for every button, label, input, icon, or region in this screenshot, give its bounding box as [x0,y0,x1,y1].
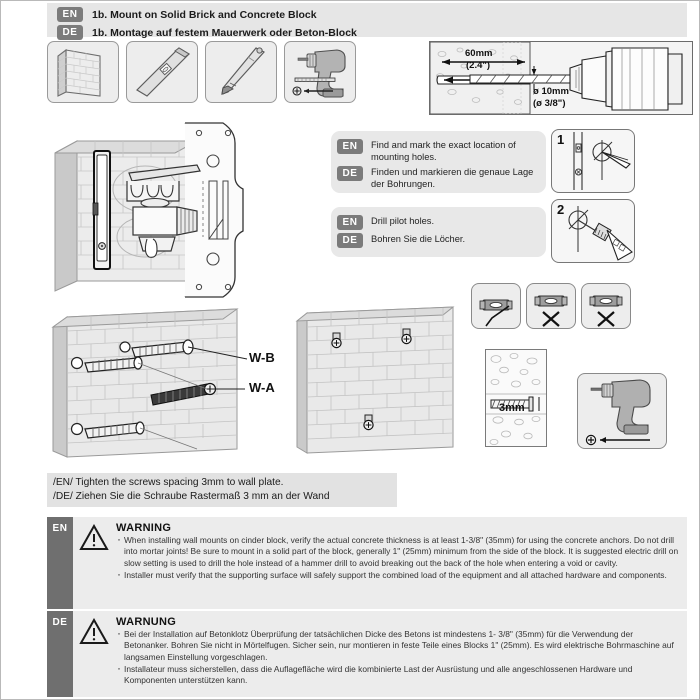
power-drill-icon [284,41,356,103]
anchor-installation-right-panel [293,301,478,461]
mark-hole-with-pencil-icon [573,132,631,190]
language-badge-de: DE [52,617,68,628]
warning-title-de: WARNUNG [116,616,177,628]
wall-screw-label: W-A [249,380,275,395]
warning-item: Installateur muss sicherstellen, dass di… [116,663,679,687]
warning-language-tab-de: DE [47,611,73,697]
wall-mount-assembly-illustration [47,119,322,299]
callout-row-en: EN Find and mark the exact location of m… [337,139,540,163]
drill-pilot-hole-icon [568,206,633,261]
tighten-text-de: /DE/ Ziehen Sie die Schraube Rastermaß 3… [53,491,330,502]
brick-wall-icon [47,41,119,103]
callout-row-de: DE Bohren Sie die Löcher. [337,233,540,248]
anchor-placement-correct [471,283,521,329]
drill-depth-detail: 60mm (2.4") ø 10mm (ø 3/8") [429,41,693,115]
anchor-installation-left-panel [47,301,287,461]
screwdriver-tool-box [577,373,667,449]
wall-anchor-label: W-B [249,350,275,365]
callout-text-en: Find and mark the exact location of moun… [371,140,516,162]
warning-block-de: DE WARNUNG Bei der Installation auf Beto… [47,611,687,697]
step-number: 2 [557,202,565,217]
header-title-en: 1b. Mount on Solid Brick and Concrete Bl… [92,8,317,21]
callout-row-en: EN Drill pilot holes. [337,215,540,230]
screw-spacing-detail: 3mm [485,349,547,447]
drill-depth-mm: 60mm [465,48,493,59]
callout-row-de: DE Finden und markieren die genaue Lage … [337,166,540,190]
language-badge-de: DE [57,25,83,40]
spacing-label: 3mm [499,402,525,414]
step-box-1: 1 [551,129,635,193]
callout-text-en: Drill pilot holes. [371,216,435,226]
wall-anchor-code: W-B [249,350,275,365]
callout-drill-pilot-holes: EN Drill pilot holes. DE Bohren Sie die … [331,207,546,257]
header-row-de: DE 1b. Montage auf festem Mauerwerk oder… [47,23,687,41]
spirit-level-icon [126,41,198,103]
warning-item: When installing wall mounts on cinder bl… [116,534,679,569]
wall-screw-code: W-A [249,380,275,395]
language-badge-en: EN [337,215,363,230]
language-badge-en: EN [52,523,68,534]
step-number: 1 [557,132,565,147]
warning-language-tab-en: EN [47,517,73,609]
callout-mark-holes: EN Find and mark the exact location of m… [331,131,546,193]
header-title-de: 1b. Montage auf festem Mauerwerk oder Be… [92,26,357,39]
anchor-placement-wrong-1 [526,283,576,329]
callout-text-de: Bohren Sie die Löcher. [371,234,466,244]
warning-item: Installer must verify that the supportin… [116,569,679,581]
warning-section: EN WARNING When installing wall mounts o… [47,517,687,697]
drill-diameter-inch: (ø 3/8") [533,98,566,109]
language-badge-en: EN [337,139,363,154]
warning-item: Bei der Installation auf Betonklotz Über… [116,628,679,663]
callout-text-de: Finden und markieren die genaue Lage der… [371,167,534,189]
header-row-en: EN 1b. Mount on Solid Brick and Concrete… [47,3,687,23]
step-box-2: 2 [551,199,635,263]
language-badge-de: DE [337,166,363,181]
language-badge-de: DE [337,233,363,248]
warning-title-en: WARNING [116,522,172,534]
warning-triangle-icon [79,524,109,550]
warning-block-en: EN WARNING When installing wall mounts o… [47,517,687,609]
drill-depth-inch: (2.4") [466,60,491,71]
warning-triangle-icon [79,618,109,644]
required-tools-strip [47,41,356,103]
drill-diameter-mm: ø 10mm [533,86,569,97]
pencil-icon [205,41,277,103]
anchor-placement-wrong-2 [581,283,631,329]
page-header: EN 1b. Mount on Solid Brick and Concrete… [47,3,687,40]
language-badge-en: EN [57,7,83,22]
tighten-text-en: /EN/ Tighten the screws spacing 3mm to w… [53,477,284,488]
tighten-instruction-band: /EN/ Tighten the screws spacing 3mm to w… [47,473,397,507]
